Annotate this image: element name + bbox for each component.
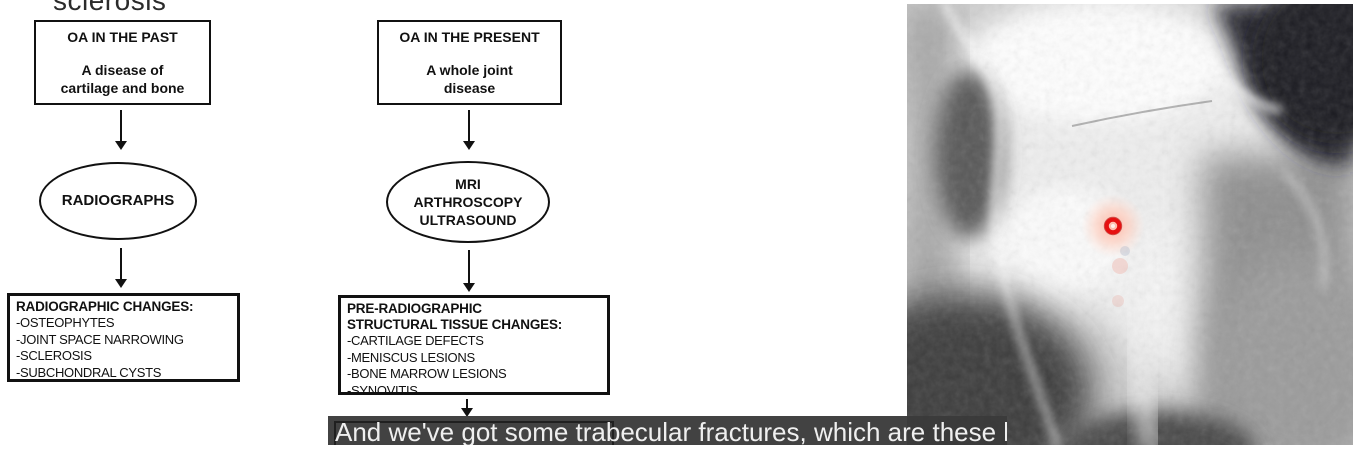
box-pre-radiographic-changes: PRE-RADIOGRAPHIC STRUCTURAL TISSUE CHANG… — [338, 295, 610, 398]
box-oa-present: OA IN THE PRESENT A whole joint disease — [377, 20, 562, 105]
box-oa-past-body: A disease of cartilage and bone — [60, 62, 185, 96]
ellipse-line: ULTRASOUND — [419, 212, 517, 228]
hidden-flowchart-box-outline — [334, 421, 614, 445]
list-item: -OSTEOPHYTES — [16, 315, 115, 330]
list-item: -SCLEROSIS — [16, 348, 92, 363]
list-item: -MENISCUS LESIONS — [347, 349, 475, 365]
subtitle-bar: And we've got some trabecular fractures,… — [328, 416, 1007, 445]
list-item: -JOINT SPACE NARROWING — [16, 331, 184, 347]
ellipse-radiographs-label: RADIOGRAPHS — [61, 192, 175, 209]
cropped-headline-sclerosis: sclerosis — [53, 0, 167, 16]
list-item: -SYNOVITIS — [347, 382, 418, 398]
box-oa-present-title: OA IN THE PRESENT — [399, 29, 540, 45]
ellipse-line: ARTHROSCOPY — [413, 194, 523, 210]
radiographic-changes-title: RADIOGRAPHIC CHANGES: — [16, 299, 194, 314]
box-oa-present-body: A whole joint disease — [426, 62, 513, 96]
box-oa-past: OA IN THE PAST A disease of cartilage an… — [34, 20, 211, 105]
red-pointer-marker-icon — [1103, 216, 1123, 236]
subtitle-text: And we've got some trabecular fractures,… — [335, 417, 1007, 445]
pre-radiographic-changes-title: PRE-RADIOGRAPHIC STRUCTURAL TISSUE CHANG… — [347, 301, 563, 332]
list-item: -CARTILAGE DEFECTS — [347, 333, 484, 348]
box-oa-past-title: OA IN THE PAST — [67, 29, 178, 45]
list-item: -BONE MARROW LESIONS — [347, 366, 507, 381]
arrow-down-icon — [114, 110, 128, 150]
list-item: -SUBCHONDRAL CYSTS — [16, 364, 162, 380]
arrow-down-icon — [114, 248, 128, 288]
ellipse-imaging-modalities: MRI ARTHROSCOPY ULTRASOUND — [386, 161, 550, 243]
xray-illustration — [832, 0, 1357, 450]
ellipse-line: MRI — [455, 176, 481, 192]
box-radiographic-changes: RADIOGRAPHIC CHANGES: -OSTEOPHYTES -JOIN… — [7, 293, 240, 382]
hip-xray-image — [832, 0, 1357, 450]
arrow-down-icon — [460, 399, 474, 417]
ellipse-radiographs: RADIOGRAPHS — [39, 162, 197, 240]
arrow-down-icon — [462, 110, 476, 150]
arrow-down-icon — [462, 250, 476, 292]
